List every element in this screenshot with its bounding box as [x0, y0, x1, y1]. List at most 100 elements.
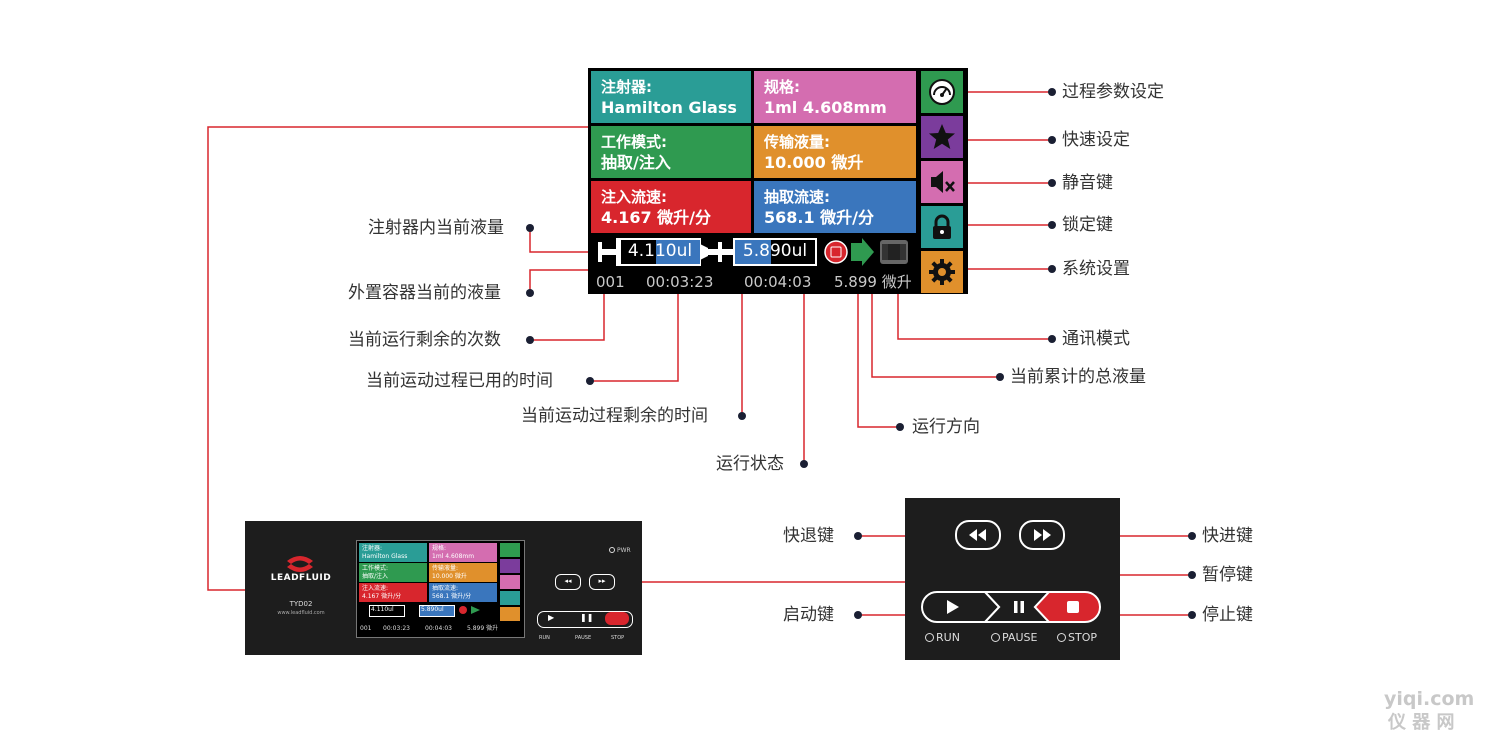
label-start-key: 启动键 [783, 605, 834, 625]
dot [586, 377, 594, 385]
line-syringe-current [529, 228, 612, 253]
syringe-cell[interactable]: 注射器: Hamilton Glass [591, 71, 751, 123]
line-total [871, 262, 1000, 378]
label-remaining-runs: 当前运行剩余的次数 [348, 330, 501, 350]
run-led: RUN [925, 631, 960, 645]
pause-icon[interactable] [1014, 601, 1018, 613]
mini-star-button [500, 559, 520, 573]
mini-mode-cell: 工作模式:抽取/注入 [359, 563, 427, 582]
power-indicator: PWR [609, 547, 631, 554]
label-total-accumulated: 当前累计的总液量 [1010, 367, 1146, 387]
control-bar [921, 591, 1101, 623]
dot [1188, 532, 1196, 540]
mode-key: 工作模式: [601, 133, 667, 151]
dot [1048, 179, 1056, 187]
mini-mode-key: 工作模式: [362, 565, 389, 572]
inject-rate-cell[interactable]: 注入流速: 4.167 微升/分 [591, 181, 751, 233]
mini-pause-icon[interactable]: ❚❚ [580, 613, 594, 622]
stop-icon[interactable] [1067, 601, 1079, 613]
gear-icon [929, 259, 955, 285]
dot [1048, 221, 1056, 229]
mini-remaining-count: 001 [360, 625, 372, 632]
dot [1188, 611, 1196, 619]
label-system-settings: 系统设置 [1062, 259, 1130, 279]
quick-set-button[interactable] [921, 116, 963, 158]
transfer-value: 10.000 微升 [764, 153, 864, 172]
mini-transfer-key: 传输液量: [432, 565, 459, 572]
elapsed-time: 00:03:23 [646, 273, 714, 291]
withdraw-rate-key: 抽取流速: [764, 188, 830, 206]
forward-button[interactable] [1019, 520, 1065, 550]
play-icon[interactable] [947, 600, 959, 614]
mute-button[interactable] [921, 161, 963, 203]
mini-forward-button[interactable]: ▸▸ [589, 574, 615, 590]
label-process-params: 过程参数设定 [1062, 82, 1164, 102]
mini-lock-button [500, 591, 520, 605]
total-volume: 5.899 微升 [834, 273, 912, 291]
mini-withdraw-cell: 抽取流速:568.1 微升/分 [429, 583, 497, 602]
dot [996, 373, 1004, 381]
withdraw-rate-value: 568.1 微升/分 [764, 208, 875, 227]
lock-button[interactable] [921, 206, 963, 248]
dot [1048, 265, 1056, 273]
direction-arrow [851, 238, 874, 266]
process-params-button[interactable] [921, 71, 963, 113]
mini-rewind-button[interactable]: ◂◂ [555, 574, 581, 590]
label-run-direction: 运行方向 [912, 417, 980, 437]
rewind-icon [969, 529, 986, 541]
pause-led: PAUSE [991, 631, 1037, 645]
run-label: RUN [936, 631, 960, 644]
rewind-button[interactable] [955, 520, 1001, 550]
dot [526, 336, 534, 344]
label-pause-key: 暂停键 [1202, 565, 1253, 585]
mini-inject-key: 注入流速: [362, 585, 389, 592]
mini-external-volume: 5.890ul [421, 606, 444, 613]
label-syringe-current: 注射器内当前液量 [368, 218, 504, 238]
mini-elapsed-time: 00:03:23 [383, 625, 410, 632]
label-comm-mode: 通讯模式 [1062, 329, 1130, 349]
power-label: PWR [617, 547, 631, 554]
label-run-status: 运行状态 [716, 454, 784, 474]
mini-pause-label: PAUSE [575, 635, 592, 641]
mini-syringe-cell: 注射器:Hamilton Glass [359, 543, 427, 562]
syringe-value: Hamilton Glass [601, 98, 737, 117]
mini-play-icon[interactable]: ▶ [548, 613, 555, 622]
mode-cell[interactable]: 工作模式: 抽取/注入 [591, 126, 751, 178]
start-button-outline[interactable] [921, 591, 1001, 623]
transfer-cell[interactable]: 传输液量: 10.000 微升 [754, 126, 916, 178]
dot [1048, 88, 1056, 96]
watermark-url: yiqi.com [1384, 688, 1475, 710]
system-settings-button[interactable] [921, 251, 963, 293]
dot [526, 289, 534, 297]
transfer-key: 传输液量: [764, 133, 830, 151]
website: www.leadfluid.com [277, 610, 325, 616]
label-remaining: 当前运动过程剩余的时间 [521, 406, 708, 426]
lock-icon [933, 214, 951, 239]
mini-syringe-volume: 4.110ul [371, 606, 394, 613]
label-mute-key: 静音键 [1062, 173, 1113, 193]
mini-stop-label: STOP [611, 635, 625, 641]
mini-total-volume: 5.899 微升 [467, 625, 499, 632]
mini-spec-cell: 规格:1ml 4.608mm [429, 543, 497, 562]
keypad-panel: RUN PAUSE STOP [905, 498, 1120, 660]
mini-withdraw-key: 抽取流速: [432, 585, 459, 592]
comm-mode-icon [882, 244, 906, 260]
mini-spec-key: 规格: [432, 545, 447, 552]
gauge-icon [929, 79, 955, 105]
dot [526, 224, 534, 232]
spec-cell[interactable]: 规格: 1ml 4.608mm [754, 71, 916, 123]
mini-gauge-button [500, 543, 520, 557]
spec-key: 规格: [764, 78, 800, 96]
dot [854, 611, 862, 619]
dot [800, 460, 808, 468]
withdraw-rate-cell[interactable]: 抽取流速: 568.1 微升/分 [754, 181, 916, 233]
mini-stop-button[interactable] [605, 612, 629, 625]
mini-status-indicator [459, 606, 467, 614]
label-stop-key: 停止键 [1202, 605, 1253, 625]
dot [1048, 335, 1056, 343]
spec-value: 1ml 4.608mm [764, 98, 887, 117]
syringe-volume: 4.110ul [627, 241, 693, 261]
line-direction [857, 260, 900, 428]
inject-rate-value: 4.167 微升/分 [601, 208, 712, 227]
mini-lcd: 注射器:Hamilton Glass 规格:1ml 4.608mm 工作模式:抽… [356, 540, 525, 638]
